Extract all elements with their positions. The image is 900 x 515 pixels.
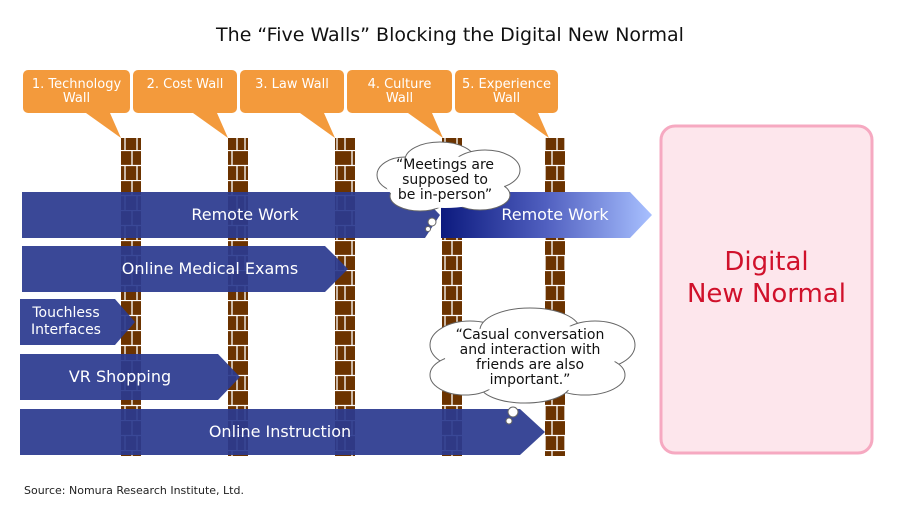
thought-line: supposed to [402, 172, 488, 188]
goal-text: Digital [724, 247, 809, 277]
callout-text: Wall [62, 91, 91, 106]
callout-experience-wall [455, 70, 558, 138]
arrow-vr-shopping [20, 354, 240, 400]
thought-line: friends are also [475, 357, 585, 373]
arrow-text: Touchless [32, 305, 100, 321]
thought-line: be in-person” [397, 187, 493, 203]
callout-text: 5. Experience [461, 77, 552, 92]
callout-text: 2. Cost Wall [146, 77, 224, 92]
brick-wall-law [335, 138, 355, 456]
wall-callouts [23, 70, 558, 138]
arrow-text: Interfaces [31, 322, 101, 338]
arrows [20, 192, 545, 455]
thought-cloud-casual [429, 307, 636, 425]
digital-new-normal-label: Digital New Normal [660, 246, 873, 310]
thought-line: important.” [489, 372, 571, 388]
callout-text: 4. Culture [367, 77, 432, 92]
brick-wall-technology [121, 138, 141, 456]
arrow-label-vr-shopping: VR Shopping [68, 367, 172, 386]
brick-wall-cost [228, 138, 248, 456]
callout-cost-wall [133, 70, 237, 138]
thought-text-meetings: “Meetings are supposed to be in-person” [385, 158, 505, 203]
thought-text-casual: “Casual conversation and interaction wit… [440, 328, 620, 388]
callout-text: Wall [385, 91, 414, 106]
arrow-online-instruction [20, 409, 545, 455]
callout-text: 1. Technology [31, 77, 122, 92]
callout-culture-wall [347, 70, 452, 138]
arrow-online-medical [22, 246, 348, 292]
callout-law-wall [240, 70, 344, 138]
thought-line: and interaction with [459, 342, 601, 358]
arrow-touchless [20, 299, 135, 345]
brick-wall-experience [545, 138, 565, 456]
thought-line: “Casual conversation [455, 327, 605, 343]
callout-label-law: 3. Law Wall [240, 78, 344, 92]
thought-cloud-meetings [376, 141, 521, 232]
digital-new-normal-box [659, 124, 874, 455]
source-note: Source: Nomura Research Institute, Ltd. [24, 484, 244, 497]
page-title: The “Five Walls” Blocking the Digital Ne… [216, 24, 684, 46]
callout-label-cost: 2. Cost Wall [133, 78, 237, 92]
goal-text: New Normal [686, 279, 847, 309]
arrow-label-online-medical: Online Medical Exams [121, 259, 299, 278]
thought-line: “Meetings are [395, 157, 495, 173]
arrow-label-online-instruction: Online Instruction [208, 422, 352, 441]
arrow-label-remote-work-after: Remote Work [501, 205, 609, 224]
callout-text: 3. Law Wall [255, 77, 329, 92]
arrow-label-remote-work: Remote Work [191, 205, 299, 224]
callout-technology-wall [23, 70, 130, 138]
callout-text: Wall [492, 91, 521, 106]
arrow-remote-work [22, 192, 440, 238]
